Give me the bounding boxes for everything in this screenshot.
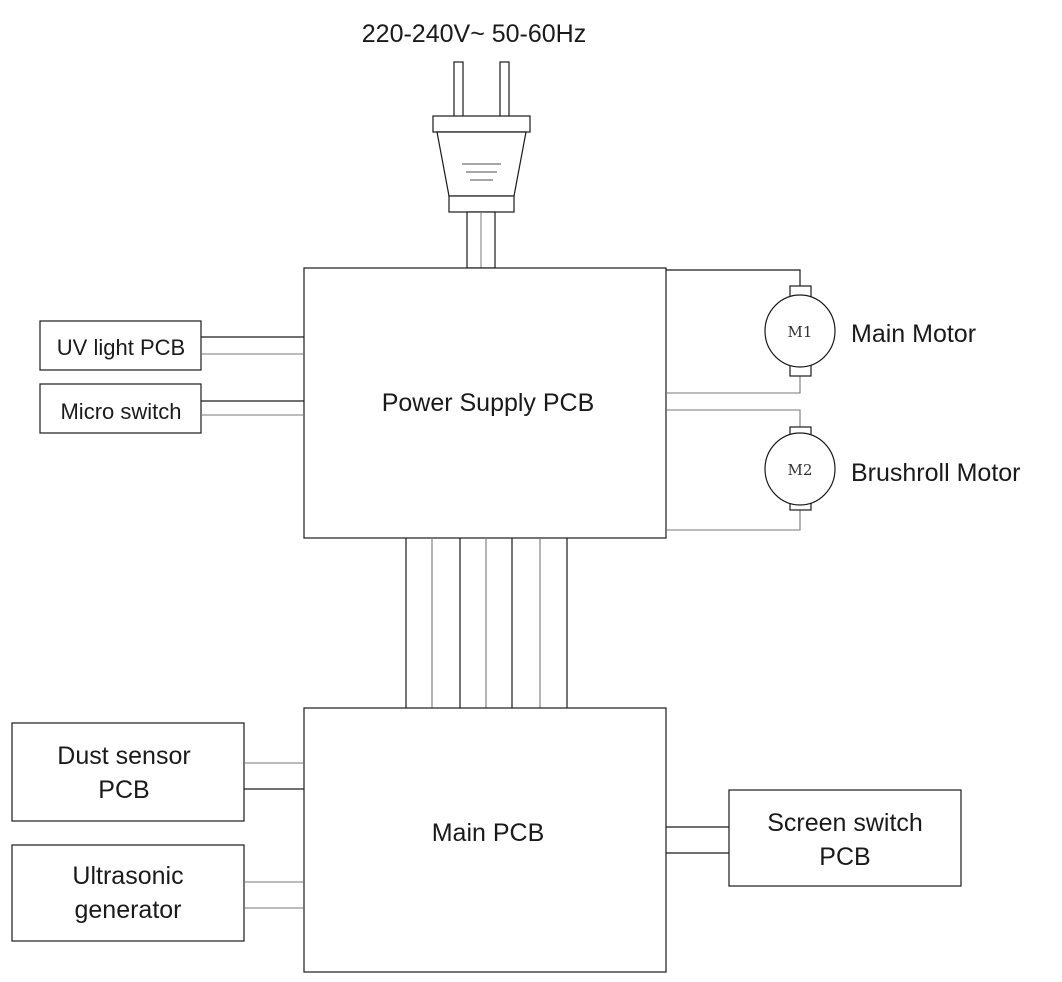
uv-light-pcb-label: UV light PCB	[57, 335, 185, 360]
pcb-interconnect-bus	[405, 538, 568, 708]
ultrasonic-generator-label-line1: Ultrasonic	[72, 862, 183, 890]
ultrasonic-generator-label-line2: generator	[74, 896, 181, 924]
power-plug-icon	[432, 61, 531, 269]
main-motor-symbol: M1	[788, 323, 813, 341]
main-motor-wire-top	[666, 269, 801, 286]
main-pcb-label: Main PCB	[432, 819, 545, 847]
micro-switch-label: Micro switch	[60, 399, 181, 424]
main-motor-label: Main Motor	[851, 320, 976, 348]
screen-switch-pcb-box	[728, 789, 962, 887]
main-motor-wire-bottom	[666, 375, 801, 394]
brushroll-motor-wire-bottom	[666, 510, 801, 531]
brushroll-motor-label: Brushroll Motor	[851, 459, 1021, 487]
main-pcb-box	[303, 707, 667, 973]
power-input-label: 220-240V~ 50-60Hz	[362, 20, 586, 48]
dust-sensor-pcb-box	[11, 722, 245, 822]
dust-sensor-pcb-label-line1: Dust sensor	[57, 742, 190, 770]
dust-sensor-pcb-label-line2: PCB	[98, 776, 149, 804]
uv-light-pcb-box	[39, 320, 202, 371]
brushroll-motor-icon: M2	[764, 426, 836, 511]
brushroll-motor-symbol: M2	[788, 461, 813, 479]
brushroll-motor-wire-top	[666, 409, 801, 427]
screen-switch-pcb-label-line1: Screen switch	[767, 809, 923, 837]
main-motor-icon: M1	[764, 285, 836, 377]
micro-switch-box	[39, 383, 202, 434]
screen-switch-pcb-label-line2: PCB	[819, 843, 870, 871]
ultrasonic-generator-box	[11, 844, 245, 942]
power-supply-pcb-box	[303, 267, 667, 539]
power-supply-pcb-label: Power Supply PCB	[382, 389, 595, 417]
